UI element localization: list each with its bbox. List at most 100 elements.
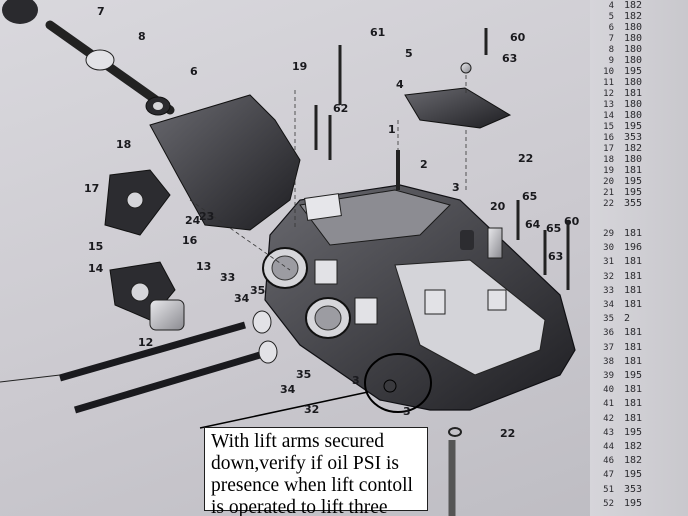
housing-cavity [394, 259, 546, 376]
part-number: 195 [624, 426, 643, 438]
row-index: 51 [603, 484, 614, 495]
callout-6: 6 [190, 65, 198, 78]
row-index: 14 [603, 111, 614, 121]
part-number: 181 [624, 341, 643, 353]
row-index: 40 [603, 385, 614, 396]
part-number: 180 [624, 154, 643, 165]
cylinder-bore-upper-inner [271, 255, 299, 281]
row-index: 44 [603, 442, 614, 452]
callout-60: 60 [510, 31, 526, 44]
row-index: 18 [603, 155, 614, 165]
shaft-washer-8 [85, 49, 115, 71]
callout-19: 19 [292, 60, 307, 73]
row-index: 17 [603, 144, 614, 154]
row-index: 46 [603, 456, 614, 467]
part-number: 195 [624, 187, 643, 198]
rod-washer-35-lower [258, 340, 278, 364]
part-number: 181 [624, 299, 643, 310]
part-number: 181 [624, 256, 643, 268]
callout-14: 14 [88, 262, 104, 275]
part-number: 181 [624, 355, 643, 367]
row-index: 39 [603, 371, 614, 381]
callout-62: 62 [333, 102, 348, 115]
part-number: 196 [624, 242, 643, 254]
row-index: 10 [603, 67, 614, 77]
push-rod-upper [59, 321, 246, 382]
part-number: 181 [624, 270, 643, 282]
callout-3b: 3 [352, 374, 360, 387]
callout-4: 4 [396, 78, 404, 91]
row-index: 36 [603, 328, 614, 339]
upper-row: 13 180 [592, 99, 642, 110]
callout-34b: 34 [280, 383, 296, 396]
row-index: 38 [603, 356, 614, 367]
boss-3 [424, 289, 446, 315]
row-index: 5 [608, 12, 614, 22]
row-index: 22 [603, 199, 614, 209]
callout-8: 8 [138, 30, 146, 43]
callout-34a: 34 [234, 292, 250, 305]
annotation-note-box: With lift arms secured down,verify if oi… [204, 427, 428, 516]
pressure-port [383, 379, 397, 393]
lower-row: 39 195 [592, 370, 642, 381]
part-number: 195 [624, 370, 643, 381]
row-index: 15 [603, 122, 614, 132]
upper-row: 14 180 [592, 110, 642, 121]
boss-4 [487, 289, 507, 311]
callout-2: 2 [420, 158, 428, 171]
callout-35b: 35 [296, 368, 311, 381]
part-number: 195 [624, 121, 643, 132]
housing-plate [304, 193, 342, 221]
row-index: 34 [603, 300, 614, 310]
row-index: 6 [608, 23, 614, 33]
upper-row: 21 195 [592, 187, 642, 198]
part-number: 182 [624, 11, 643, 22]
part-number: 180 [624, 110, 643, 121]
callout-24: 24 [185, 214, 201, 227]
part-number: 181 [624, 398, 643, 410]
callout-7: 7 [97, 5, 105, 18]
row-index: 35 [603, 314, 614, 325]
push-rod-lower [74, 351, 261, 414]
row-index: 30 [603, 243, 614, 254]
callout-65b: 65 [546, 222, 561, 235]
row-index: 29 [603, 229, 614, 239]
callout-18: 18 [116, 138, 131, 151]
callout-17: 17 [84, 182, 99, 195]
row-index: 11 [603, 78, 614, 88]
lift-arm-bracket [149, 94, 301, 231]
callout-64: 64 [525, 218, 541, 231]
yoke-14-hole [130, 282, 150, 302]
callout-32: 32 [304, 403, 319, 416]
row-index: 16 [603, 133, 614, 143]
part-number: 182 [624, 0, 643, 11]
callout-61: 61 [370, 26, 385, 39]
boss-1 [314, 259, 338, 285]
callout-22b: 22 [500, 427, 515, 440]
washer-22-lower [448, 427, 462, 437]
row-index: 21 [603, 188, 614, 198]
boss-2 [354, 297, 378, 325]
rod-washer-35-upper [252, 310, 272, 334]
row-index: 32 [603, 271, 614, 282]
part-number: 182 [624, 143, 643, 154]
row-index: 37 [603, 342, 614, 353]
part-number: 181 [624, 165, 643, 176]
valve-cover-plug [460, 62, 472, 74]
rod-12 [149, 299, 185, 331]
row-index: 19 [603, 166, 614, 176]
part-number: 180 [624, 99, 643, 110]
lower-row: 34 181 [592, 299, 642, 310]
row-index: 13 [603, 100, 614, 110]
